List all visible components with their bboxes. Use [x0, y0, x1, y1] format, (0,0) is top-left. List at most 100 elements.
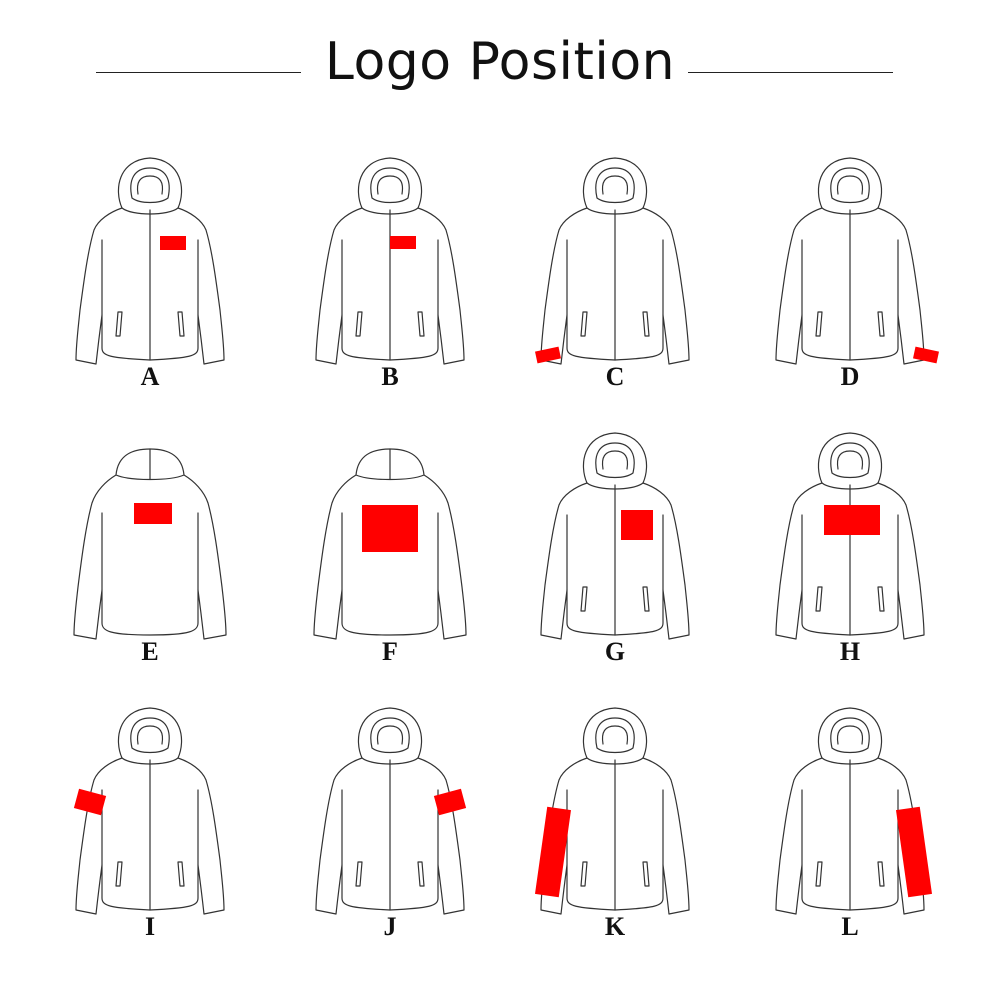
- pocket-right: [580, 311, 588, 337]
- pocket-right: [815, 861, 823, 887]
- logo-placement-marker: [433, 788, 467, 816]
- hood-opening: [830, 442, 870, 479]
- logo-option-j: J: [290, 700, 490, 980]
- hood-opening: [130, 717, 170, 754]
- option-letter: E: [141, 637, 159, 666]
- logo-option-k: K: [515, 700, 715, 980]
- logo-option-f: F: [290, 425, 490, 705]
- hood-back: [115, 448, 185, 481]
- logo-placement-marker: [362, 505, 418, 552]
- pocket-left: [877, 311, 885, 337]
- logo-option-e: E: [50, 425, 250, 705]
- hood-opening: [130, 167, 170, 204]
- hood-outer: [582, 432, 648, 490]
- pocket-left: [642, 311, 650, 337]
- pocket-right: [115, 861, 123, 887]
- hood-inner: [136, 725, 164, 745]
- pocket-left: [177, 861, 185, 887]
- pocket-right: [580, 861, 588, 887]
- logo-option-l: L: [750, 700, 950, 980]
- hood-opening: [830, 717, 870, 754]
- pocket-right: [355, 311, 363, 337]
- hood-outer: [817, 707, 883, 765]
- option-letter: A: [140, 362, 160, 391]
- hood-opening: [595, 167, 635, 204]
- jacket-illustration: [315, 157, 465, 365]
- jacket-illustration: [540, 432, 690, 640]
- page-title: Logo Position: [324, 32, 676, 92]
- pocket-right: [815, 586, 823, 612]
- hood-inner: [601, 175, 629, 195]
- logo-option-a: A: [50, 150, 250, 430]
- title-divider-right: [688, 72, 893, 73]
- logo-placement-marker: [134, 503, 172, 524]
- hood-inner: [836, 450, 864, 470]
- pocket-left: [877, 586, 885, 612]
- option-letter: J: [383, 912, 397, 941]
- logo-placement-marker: [913, 346, 939, 364]
- logo-placement-marker: [895, 806, 933, 898]
- pocket-left: [642, 861, 650, 887]
- hood-inner: [376, 725, 404, 745]
- logo-placement-marker: [160, 236, 186, 250]
- hood-outer: [817, 157, 883, 215]
- jacket-illustration: [534, 707, 690, 915]
- pocket-left: [642, 586, 650, 612]
- jacket-illustration: [73, 707, 225, 915]
- hood-opening: [595, 442, 635, 479]
- logo-option-g: G: [515, 425, 715, 705]
- logo-option-i: I: [50, 700, 250, 980]
- jacket-illustration: [775, 707, 933, 915]
- pocket-right: [115, 311, 123, 337]
- hood-inner: [836, 725, 864, 745]
- hood-opening: [370, 717, 410, 754]
- option-letter: L: [841, 912, 859, 941]
- jacket-illustration: [313, 448, 467, 640]
- jacket-illustration: [315, 707, 467, 915]
- logo-option-h: H: [750, 425, 950, 705]
- hood-inner: [136, 175, 164, 195]
- option-letter: D: [840, 362, 860, 391]
- hood-inner: [601, 450, 629, 470]
- option-letter: C: [605, 362, 625, 391]
- hood-outer: [357, 157, 423, 215]
- hood-opening: [595, 717, 635, 754]
- jacket-illustration: [73, 448, 227, 640]
- option-letter: F: [382, 637, 398, 666]
- pocket-right: [355, 861, 363, 887]
- title-row: Logo Position: [0, 30, 1000, 110]
- logo-option-d: D: [750, 150, 950, 430]
- option-letter: H: [839, 637, 861, 666]
- jacket-illustration: [775, 432, 925, 640]
- jacket-illustration: [775, 157, 939, 365]
- hood-outer: [357, 707, 423, 765]
- hood-back: [355, 448, 425, 481]
- option-letter: K: [604, 912, 626, 941]
- title-divider-left: [96, 72, 301, 73]
- option-letter: I: [144, 912, 156, 941]
- hood-inner: [376, 175, 404, 195]
- hood-outer: [817, 432, 883, 490]
- hood-outer: [117, 157, 183, 215]
- pocket-left: [877, 861, 885, 887]
- jacket-illustration: [535, 157, 690, 365]
- pocket-left: [417, 861, 425, 887]
- pocket-left: [177, 311, 185, 337]
- option-letter: B: [381, 362, 399, 391]
- logo-placement-marker: [824, 505, 880, 535]
- logo-placement-marker: [390, 236, 416, 249]
- pocket-right: [815, 311, 823, 337]
- jacket-back-outline: [73, 474, 227, 640]
- hood-outer: [582, 157, 648, 215]
- hood-outer: [117, 707, 183, 765]
- option-letter: G: [604, 637, 626, 666]
- logo-option-b: B: [290, 150, 490, 430]
- logo-option-c: C: [515, 150, 715, 430]
- hood-opening: [830, 167, 870, 204]
- logo-placement-marker: [621, 510, 653, 540]
- pocket-left: [417, 311, 425, 337]
- hood-inner: [601, 725, 629, 745]
- logo-placement-marker: [534, 806, 572, 898]
- hood-outer: [582, 707, 648, 765]
- jacket-back-outline: [313, 474, 467, 640]
